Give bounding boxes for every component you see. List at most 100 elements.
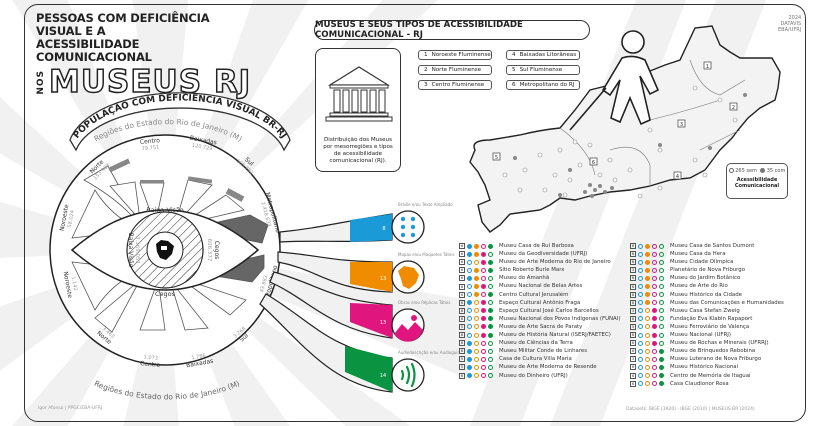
svg-text:Obras e/ou Réplicas Táteis: Obras e/ou Réplicas Táteis (398, 300, 451, 305)
footer-sources: Datasets: IBGE (1920) · IBGE (2010) | MU… (626, 407, 755, 412)
museum-name: Museu Militar Conde de Linhares (499, 348, 588, 355)
accessibility-marker (659, 373, 664, 379)
accessibility-marker (474, 356, 479, 362)
region-number: 6 (630, 340, 636, 347)
svg-text:Noroeste: Noroeste (59, 204, 71, 232)
accessibility-marker (638, 324, 643, 330)
accessibility-marker (638, 364, 643, 370)
accessibility-marker (659, 332, 664, 338)
region-number: 6 (459, 275, 465, 282)
accessibility-marker (659, 308, 664, 314)
accessibility-marker (638, 356, 643, 362)
museum-name: Museu da Geodiversidade (UFRJ) (499, 251, 588, 258)
accessibility-marker (638, 300, 643, 306)
accessibility-marker (474, 292, 479, 298)
svg-text:1: 1 (706, 64, 709, 70)
accessibility-marker (638, 284, 643, 290)
accessibility-marker (638, 381, 643, 387)
accessibility-marker (645, 300, 650, 306)
accessibility-marker (659, 324, 664, 330)
museum-name: Museu Luterano de Nova Friburgo (670, 356, 762, 363)
region-number: 6 (459, 243, 465, 250)
accessibility-marker (652, 364, 657, 370)
accessibility-marker (474, 373, 479, 379)
accessibility-marker (474, 316, 479, 322)
region-number: 6 (459, 372, 465, 379)
accessibility-marker (652, 300, 657, 306)
accessibility-marker (467, 316, 472, 322)
accessibility-marker (467, 251, 472, 257)
accessibility-marker (638, 348, 643, 354)
svg-text:Baixadas: Baixadas (189, 135, 217, 147)
ribbon-braille (350, 214, 392, 242)
accessibility-marker (652, 332, 657, 338)
museum-name: Museu de Arte do Rio (670, 283, 728, 290)
region-number: 6 (630, 372, 636, 379)
accessibility-marker (474, 251, 479, 257)
svg-text:13: 13 (380, 320, 386, 326)
svg-text:Centro: Centro (140, 137, 161, 146)
accessibility-marker (467, 324, 472, 330)
region-number: 6 (630, 348, 636, 355)
accessibility-marker (481, 364, 486, 370)
region-number: 6 (459, 291, 465, 298)
accessibility-marker (467, 300, 472, 306)
region-number: 6 (459, 259, 465, 266)
accessibility-marker (638, 251, 643, 257)
accessibility-marker (481, 332, 486, 338)
accessibility-marker (474, 243, 479, 249)
accessibility-marker (488, 332, 493, 338)
accessibility-marker (638, 308, 643, 314)
museum-name: Museu Casa Stefan Zweig (670, 307, 740, 314)
region-number: 3 (630, 267, 636, 274)
svg-text:3: 3 (680, 122, 683, 128)
rj-marker (161, 246, 167, 250)
accessibility-marker (481, 324, 486, 330)
museum-name: Museu do Amanhã (499, 275, 550, 282)
accessibility-marker (652, 284, 657, 290)
museum-name: Museu Histórico da Cidade (670, 291, 742, 298)
accessibility-marker (652, 340, 657, 346)
accessibility-marker (638, 373, 643, 379)
accessibility-marker (659, 300, 664, 306)
accessibility-marker (645, 308, 650, 314)
accessibility-marker (645, 275, 650, 281)
label-cegos-total: Cegos (213, 241, 220, 260)
accessibility-marker (474, 259, 479, 265)
accessibility-marker (481, 373, 486, 379)
accessibility-marker (488, 340, 493, 346)
museum-name: Sítio Roberto Burle Marx (499, 267, 565, 274)
accessibility-marker (659, 364, 664, 370)
accessibility-marker (481, 284, 486, 290)
museum-name: Museu Casa da Hera (670, 251, 726, 258)
accessibility-marker (467, 340, 472, 346)
accessibility-marker (645, 381, 650, 387)
region-number: 5 (459, 364, 465, 371)
museum-info-box: Distribuição dos Museus por mesorregiões… (315, 48, 401, 172)
value-baixa-visao-total: 3.169.051 (134, 236, 140, 264)
svg-text:14: 14 (380, 373, 386, 379)
map-legend: 265 sem 35 com Acessibilidade Comunicaci… (726, 163, 788, 199)
accessibility-marker (659, 267, 664, 273)
accessibility-marker (467, 275, 472, 281)
museum-name: Espaço Cultural José Carlos Barcellos (499, 307, 599, 314)
population-title-banner (69, 92, 291, 152)
region-number: 6 (630, 299, 636, 306)
